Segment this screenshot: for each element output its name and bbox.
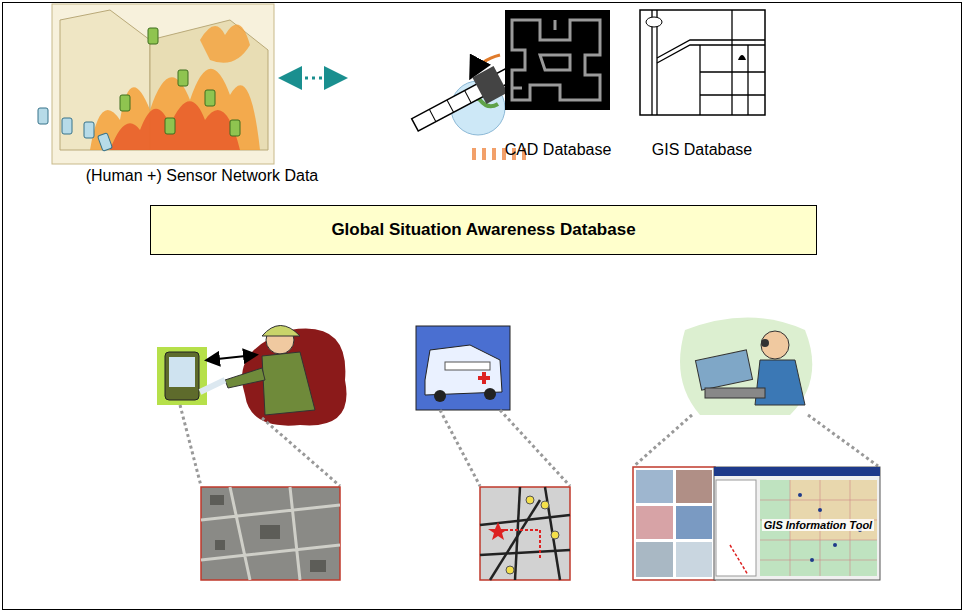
screen-label: GIS Information Tool	[762, 519, 874, 531]
frame	[3, 3, 962, 610]
image-caption: (Human +) Sensor Network Data	[86, 167, 319, 185]
sensor-scene	[38, 4, 274, 164]
gis-image	[640, 10, 765, 115]
ambulance	[416, 326, 510, 410]
street-map	[480, 487, 570, 580]
wireless-link	[284, 77, 342, 80]
database-band: Global Situation Awareness Database	[150, 205, 817, 255]
firefighter	[157, 326, 347, 426]
aerial-photo	[201, 487, 340, 580]
gis-screens	[633, 467, 880, 580]
band-title: Global Situation Awareness Database	[331, 220, 635, 240]
image-caption: CAD Database	[505, 141, 612, 159]
dispatcher	[680, 318, 812, 416]
image-caption: GIS Database	[652, 141, 753, 159]
cad-image	[505, 10, 610, 110]
